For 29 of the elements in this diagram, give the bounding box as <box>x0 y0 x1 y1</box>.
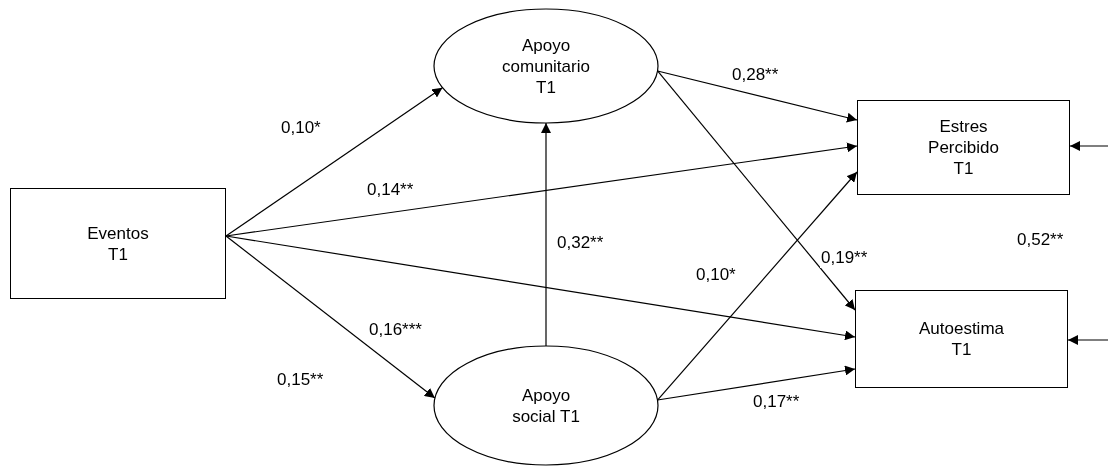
node-label: Autoestima T1 <box>917 318 1005 360</box>
node-label: Apoyo social T1 <box>511 384 581 427</box>
arrow <box>656 171 858 401</box>
edge-label: 0,17** <box>752 392 801 412</box>
arrow <box>225 87 444 237</box>
edge-label: 0,10* <box>280 118 322 138</box>
correlation-label: 0,15** <box>276 370 325 390</box>
variable-box <box>10 188 226 299</box>
node-label: Eventos T1 <box>86 222 150 265</box>
node-label: Estres Percibido T1 <box>927 116 1000 179</box>
edge-label: 0,14** <box>366 180 415 200</box>
arrow <box>225 142 858 237</box>
edge-label: 0,16*** <box>368 320 423 340</box>
arrow <box>656 70 856 311</box>
arrow <box>1069 141 1108 151</box>
latent-variable-ellipse <box>433 8 659 124</box>
arrow <box>225 235 856 341</box>
correlation-label: 0,52** <box>1016 230 1065 250</box>
edge-label: 0,19** <box>820 248 869 268</box>
edge-label: 0,10* <box>695 265 737 285</box>
latent-variable-ellipse <box>433 345 659 466</box>
node-label: Apoyo comunitario T1 <box>501 34 591 98</box>
variable-box <box>857 100 1070 195</box>
arrow <box>225 235 436 399</box>
variable-box <box>855 290 1068 388</box>
arrow <box>1067 335 1108 345</box>
edge-label: 0,28** <box>731 65 780 85</box>
edge-label: 0,32** <box>556 233 605 253</box>
arrow <box>541 122 551 347</box>
